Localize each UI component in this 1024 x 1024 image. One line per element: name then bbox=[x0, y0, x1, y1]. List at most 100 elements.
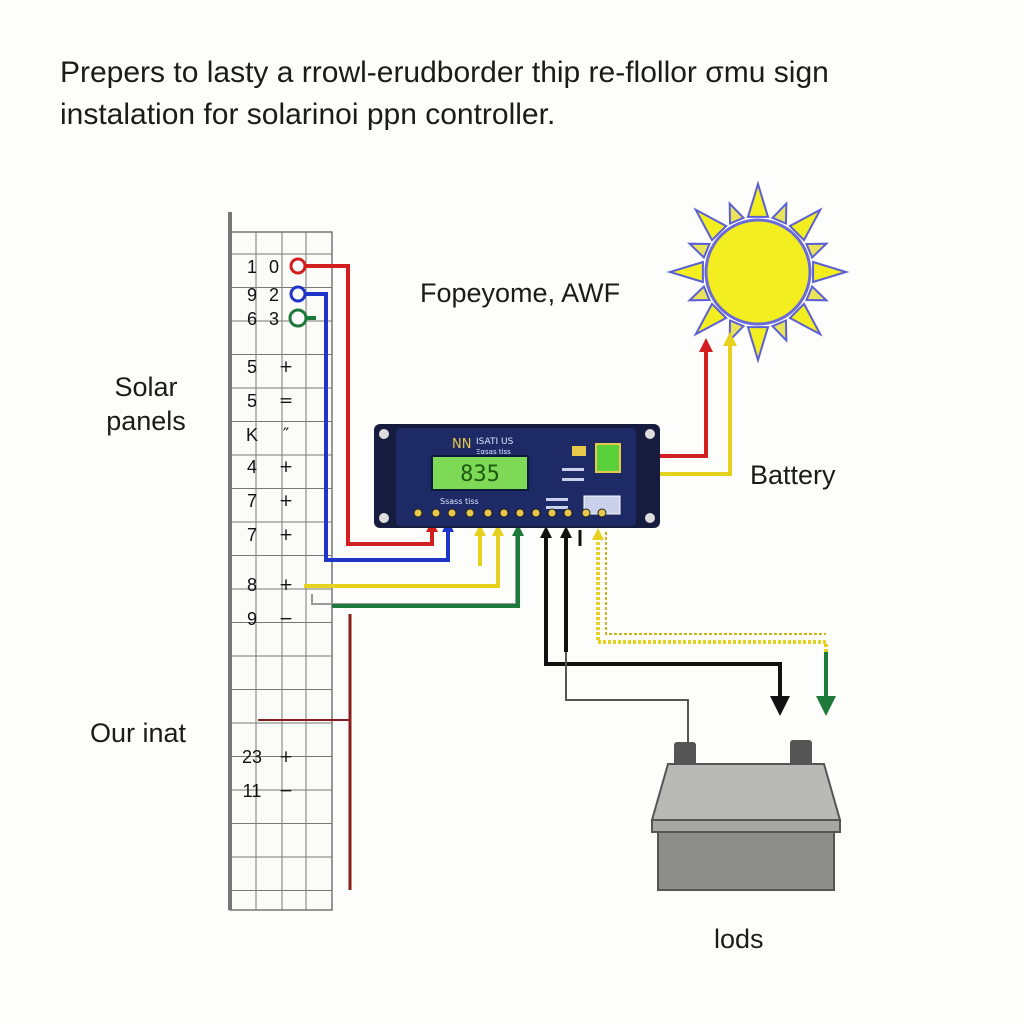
terminal-red-dot bbox=[289, 257, 307, 275]
controller-markings bbox=[546, 468, 584, 509]
wire-black-load bbox=[544, 530, 782, 700]
lcd-value: 835 bbox=[460, 462, 500, 487]
sun-ray bbox=[805, 242, 829, 260]
arrow-yellow-up bbox=[474, 524, 486, 536]
heading: Prepers to lasty a rrowl-erudborder thip… bbox=[60, 52, 960, 136]
arrows bbox=[426, 332, 836, 716]
terminal-polarity: ″ bbox=[283, 425, 289, 445]
sun-ray bbox=[693, 302, 728, 337]
controller-terminal-screw bbox=[531, 508, 541, 518]
terminal-polarity: + bbox=[279, 357, 293, 377]
controller-marking bbox=[546, 498, 568, 501]
charge-controller: 835 NN ISATI US Ξαsas tiss Ssass tiss bbox=[374, 424, 660, 528]
loads-label: lods bbox=[714, 924, 764, 954]
mount-hole-tl bbox=[379, 429, 389, 439]
controller-terminal-screw bbox=[499, 508, 509, 518]
wire-yellow-dashed bbox=[596, 532, 828, 700]
wire-red-sun bbox=[652, 348, 708, 458]
terminal-strip-frame bbox=[229, 231, 333, 911]
controller-terminal-screw bbox=[431, 508, 441, 518]
sun-ray bbox=[746, 326, 770, 364]
mount-hole-bl bbox=[379, 513, 389, 523]
battery-label: Battery bbox=[750, 460, 836, 490]
sun-ray bbox=[805, 284, 829, 302]
terminal-polarity: + bbox=[279, 747, 293, 767]
terminal-number: 5 bbox=[247, 391, 257, 411]
wire-yellow-input bbox=[304, 530, 500, 588]
terminal-number: 4 bbox=[247, 457, 257, 477]
terminal-number-2: 3 bbox=[269, 309, 279, 329]
controller-logo: NN bbox=[452, 437, 471, 452]
sun-ray bbox=[788, 302, 823, 337]
controller-indicator bbox=[572, 446, 586, 456]
arrow-yellow-up-3 bbox=[592, 528, 604, 540]
controller-terminal-screw bbox=[483, 508, 493, 518]
terminal-polarity: + bbox=[279, 491, 293, 511]
sun-rays bbox=[666, 180, 850, 364]
sun-ray bbox=[812, 260, 850, 284]
sun-ray bbox=[666, 260, 704, 284]
controller-terminal-screw bbox=[547, 508, 557, 518]
terminal-number: 9 bbox=[247, 609, 257, 629]
controller-marking bbox=[546, 506, 568, 509]
sun-ray bbox=[687, 284, 711, 302]
sun-ray bbox=[687, 242, 711, 260]
terminal-number: 9 bbox=[247, 285, 257, 305]
battery-lid bbox=[650, 763, 842, 821]
solar-panels-label: Solar panels bbox=[96, 370, 196, 438]
arrow-black-up-2 bbox=[560, 526, 572, 538]
terminal-polarity: − bbox=[279, 609, 293, 629]
terminal-polarity: + bbox=[279, 575, 293, 595]
sun-ray bbox=[746, 180, 770, 218]
sun-icon bbox=[666, 180, 850, 364]
controller-terminal-screw bbox=[447, 508, 457, 518]
arrow-black-down bbox=[770, 696, 790, 716]
heading-line-1: Prepers to lasty a rrowl-erudborder thip… bbox=[60, 56, 829, 89]
terminal-number: 11 bbox=[243, 781, 262, 801]
controller-terminal-screw bbox=[581, 508, 591, 518]
battery-icon bbox=[650, 740, 842, 891]
controller-small-label: Ssass tiss bbox=[440, 497, 479, 506]
arrow-red-sun bbox=[699, 338, 713, 352]
terminal-number: 8 bbox=[247, 575, 257, 595]
arrow-black-up bbox=[540, 526, 552, 538]
solar-label-line-1: Solar bbox=[114, 372, 178, 402]
controller-model: ISATI US bbox=[476, 437, 514, 447]
sun-ray bbox=[770, 319, 788, 343]
terminal-number-2: 0 bbox=[269, 257, 279, 277]
wire-grey-return bbox=[311, 530, 517, 605]
terminal-number: 23 bbox=[242, 747, 262, 767]
mount-hole-tr bbox=[645, 429, 655, 439]
solar-label-line-2: panels bbox=[106, 406, 186, 436]
battery-body bbox=[657, 831, 835, 891]
wire-red-input bbox=[298, 264, 434, 546]
heading-line-2: instalation for solarinoi ppn controller… bbox=[60, 98, 556, 131]
terminal-number-2: 2 bbox=[269, 285, 279, 305]
arrow-green-down bbox=[816, 696, 836, 716]
terminal-polarity: − bbox=[279, 781, 293, 801]
controller-terminal-screw bbox=[597, 508, 607, 518]
sun-ray bbox=[770, 201, 788, 225]
terminal-green-dot bbox=[288, 308, 308, 328]
controller-terminal-screw bbox=[465, 508, 475, 518]
wire-yellow-sun bbox=[652, 342, 732, 476]
battery-post-right bbox=[790, 740, 812, 766]
terminal-grid bbox=[230, 232, 332, 910]
controller-marking bbox=[562, 478, 584, 481]
terminal-polarity: + bbox=[279, 525, 293, 545]
mount-hole-br bbox=[645, 513, 655, 523]
battery-post-left bbox=[674, 742, 696, 766]
terminal-number: 7 bbox=[247, 491, 257, 511]
sun-core bbox=[704, 218, 812, 326]
controller-terminal-screw bbox=[413, 508, 423, 518]
controller-status-led bbox=[595, 443, 621, 473]
our-inat-label: Our inat bbox=[90, 718, 187, 748]
terminal-polarity: = bbox=[279, 391, 293, 411]
controller-lcd bbox=[431, 455, 529, 491]
awf-label: Fopeyome, AWF bbox=[420, 278, 621, 308]
arrow-green-up bbox=[512, 524, 524, 536]
terminal-blue-dot bbox=[289, 285, 307, 303]
